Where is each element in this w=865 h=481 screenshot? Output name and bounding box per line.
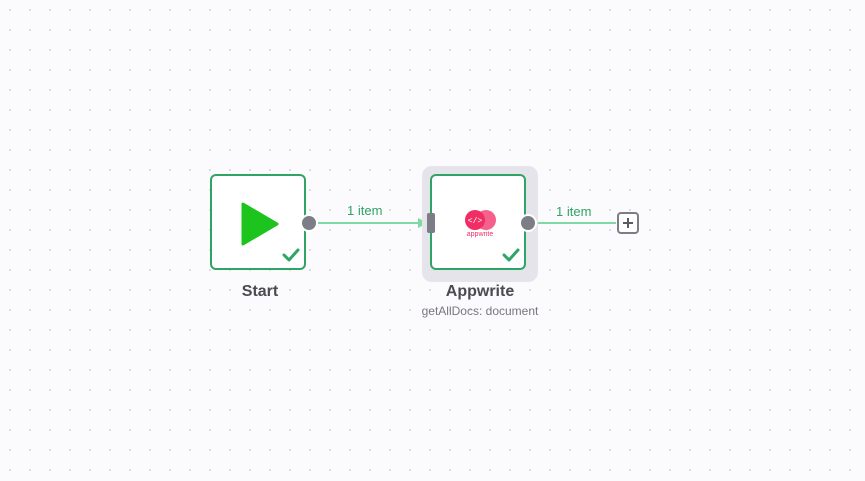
appwrite-logo-text: appwrite	[466, 231, 494, 238]
start-node-title: Start	[241, 283, 279, 300]
start-node[interactable]	[210, 174, 306, 270]
appwrite-node-title: Appwrite	[445, 283, 515, 300]
edge-label-appwrite-output: 1 item	[556, 204, 592, 219]
edge-label-start-appwrite: 1 item	[347, 203, 383, 218]
start-output-handle[interactable]	[300, 214, 318, 232]
check-icon	[282, 248, 300, 262]
svg-text:</>: </>	[468, 217, 483, 226]
play-icon	[239, 202, 279, 246]
appwrite-logo-icon: </> appwrite	[462, 206, 498, 242]
appwrite-output-handle[interactable]	[519, 214, 537, 232]
appwrite-input-handle[interactable]	[427, 213, 435, 233]
plus-icon	[623, 218, 633, 228]
appwrite-node[interactable]: </> appwrite	[430, 174, 526, 270]
add-node-button[interactable]	[617, 212, 639, 234]
appwrite-node-subtitle: getAllDocs: document	[421, 304, 539, 318]
check-icon	[502, 248, 520, 262]
